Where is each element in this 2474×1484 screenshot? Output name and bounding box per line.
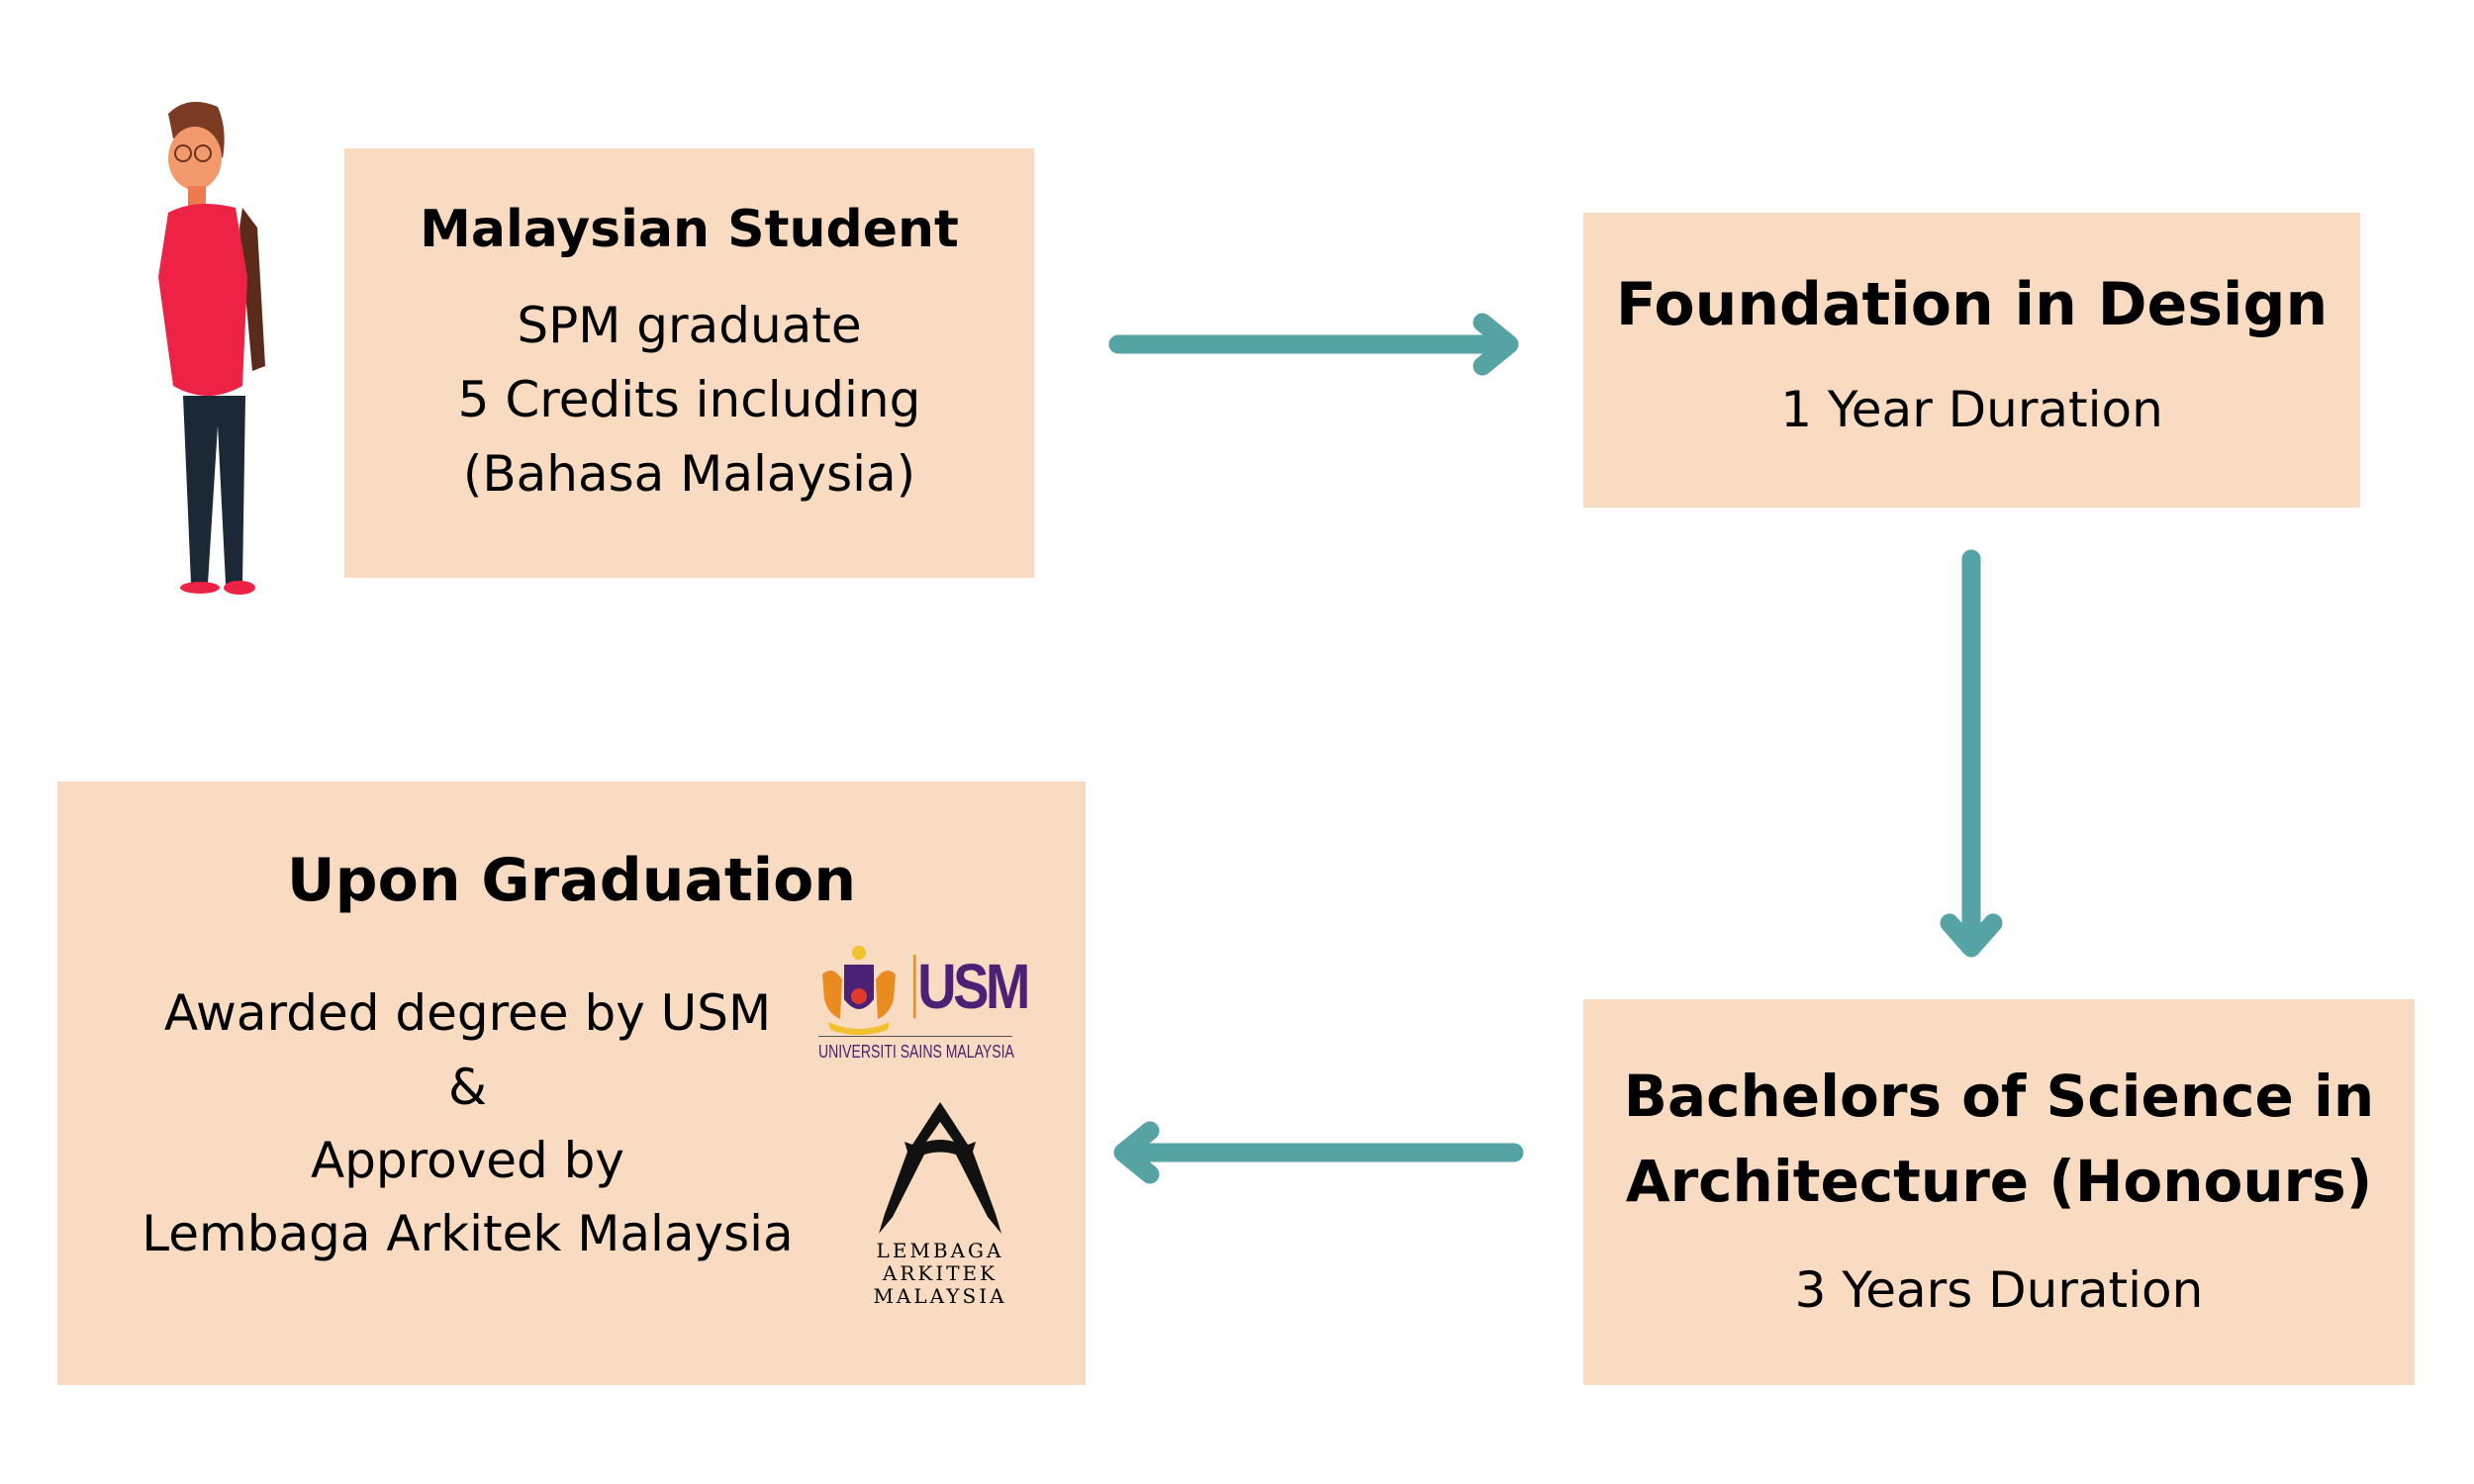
arrow-left-icon <box>1113 1121 1524 1184</box>
graduation-line: & <box>448 1059 487 1116</box>
student-line: 5 Credits including <box>457 371 921 428</box>
usm-crest-icon <box>822 946 896 1035</box>
graduation-line: Approved by <box>310 1132 625 1189</box>
graduation-title: Upon Graduation <box>286 846 857 915</box>
lam-name: LEMBAGA <box>876 1239 1004 1262</box>
bachelors-duration: 3 Years Duration <box>1794 1261 2204 1319</box>
foundation-duration: 1 Year Duration <box>1780 381 2163 438</box>
arrow-down-icon <box>1940 549 2003 958</box>
graduation-line: Lembaga Arkitek Malaysia <box>142 1205 794 1262</box>
bachelors-title: Bachelors of Science in <box>1623 1063 2375 1130</box>
student-title: Malaysian Student <box>420 200 959 259</box>
student-line: (Bahasa Malaysia) <box>462 445 916 503</box>
lam-a-icon <box>879 1102 1001 1234</box>
graduation-line: Awarded degree by USM <box>163 984 772 1042</box>
arrow-right-icon <box>1108 313 1519 376</box>
usm-mark: USM <box>913 955 1030 1018</box>
lam-logo: LEMBAGA ARKITEK MALAYSIA <box>871 1100 1009 1310</box>
foundation-box: Foundation in Design 1 Year Duration <box>1583 213 2360 508</box>
lam-name: ARKITEK <box>882 1261 999 1285</box>
usm-logo: USM UNIVERSITI SAINS MALAYSIA <box>818 945 1030 1066</box>
usm-name: UNIVERSITI SAINS MALAYSIA <box>818 1042 1014 1062</box>
student-illustration <box>158 101 265 595</box>
malaysian-student-box: Malaysian Student SPM graduate 5 Credits… <box>344 148 1034 578</box>
bachelors-title: Architecture (Honours) <box>1625 1148 2373 1215</box>
foundation-title: Foundation in Design <box>1615 270 2329 339</box>
bachelors-box: Bachelors of Science in Architecture (Ho… <box>1583 999 2415 1385</box>
student-line: SPM graduate <box>517 297 862 354</box>
lam-name: MALAYSIA <box>873 1284 1007 1308</box>
graduation-box: Upon Graduation Awarded degree by USM & … <box>57 782 1086 1385</box>
